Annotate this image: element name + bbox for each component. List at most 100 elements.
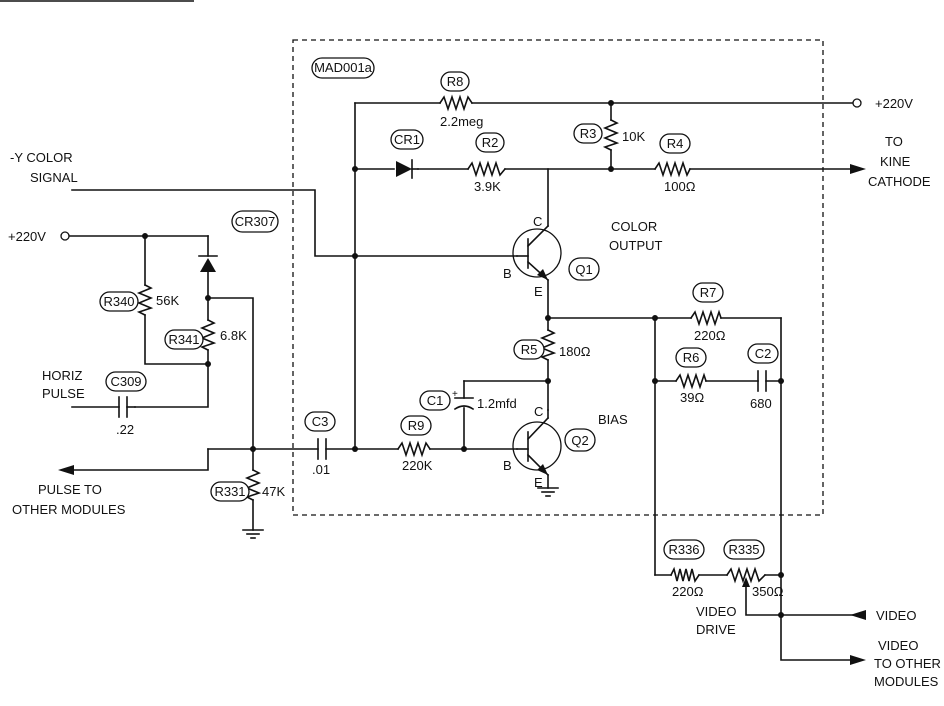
r2-value: 3.9K [474, 179, 501, 194]
to-kine-label-2: KINE [880, 154, 911, 169]
r336-value: 220Ω [672, 584, 704, 599]
video-drive-label-1: VIDEO [696, 604, 736, 619]
resistor-r336 [669, 566, 701, 583]
arrow-video-out [850, 655, 866, 665]
resistor-r2 [466, 160, 507, 178]
q1-b: B [503, 266, 512, 281]
to-kine-label-1: TO [885, 134, 903, 149]
module-boundary [292, 39, 824, 516]
svg-text:+: + [452, 389, 458, 400]
r7-value: 220Ω [694, 328, 726, 343]
r336-ref: R336 [668, 542, 699, 557]
r3-value: 10K [622, 129, 645, 144]
r331-ref: R331 [214, 484, 245, 499]
r7-ref: R7 [700, 285, 717, 300]
r341-value: 6.8K [220, 328, 247, 343]
q2-e: E [534, 475, 543, 490]
pulse-out-label-1: PULSE TO [38, 482, 102, 497]
r3-ref: R3 [580, 126, 597, 141]
c309-ref: C309 [110, 374, 141, 389]
c1-value: 1.2mfd [477, 396, 517, 411]
c3-ref: C3 [312, 414, 329, 429]
r6-value: 39Ω [680, 390, 704, 405]
terminal-plus220-left [60, 231, 70, 241]
resistor-r7 [689, 309, 723, 327]
cr307-ref: CR307 [235, 214, 275, 229]
r2-ref: R2 [482, 135, 499, 150]
arrow-video-in [850, 610, 866, 620]
plus220-left-label: +220V [8, 229, 46, 244]
r340-ref: R340 [103, 294, 134, 309]
r6-ref: R6 [683, 350, 700, 365]
video-other-label-2: TO OTHER [874, 656, 941, 671]
resistors [136, 94, 767, 584]
q1-e: E [534, 284, 543, 299]
capacitor-c309 [118, 396, 136, 418]
diode-cr307 [198, 255, 218, 272]
ground-q2 [537, 487, 559, 497]
video-in-label: VIDEO [876, 608, 916, 623]
neg-y-label-1: -Y COLOR [10, 150, 73, 165]
cr1-ref: CR1 [394, 132, 420, 147]
resistor-r335 [725, 566, 767, 584]
q1-c: C [533, 214, 542, 229]
q2-ref: Q2 [571, 433, 588, 448]
capacitor-c3 [317, 438, 327, 460]
c309-value: .22 [116, 422, 134, 437]
arrow-to-kine [850, 164, 866, 174]
r8-value: 2.2meg [440, 114, 483, 129]
c3-value: .01 [312, 462, 330, 477]
resistor-r8 [438, 94, 474, 112]
ground-r331 [242, 529, 264, 539]
video-other-label-3: MODULES [874, 674, 939, 689]
video-other-label-1: VIDEO [878, 638, 918, 653]
r5-value: 180Ω [559, 344, 591, 359]
r331-value: 47K [262, 484, 285, 499]
resistor-r3 [602, 118, 620, 152]
horiz-label-2: PULSE [42, 386, 85, 401]
c1-ref: C1 [427, 393, 444, 408]
r4-ref: R4 [667, 136, 684, 151]
wires [69, 102, 853, 661]
resistor-r341 [199, 318, 217, 352]
resistor-r340 [136, 283, 154, 317]
r9-ref: R9 [408, 418, 425, 433]
color-output-label-1: COLOR [611, 219, 657, 234]
bias-label: BIAS [598, 412, 628, 427]
q1-ref: Q1 [575, 262, 592, 277]
r5-ref: R5 [521, 342, 538, 357]
neg-y-label-2: SIGNAL [30, 170, 78, 185]
ref-ovals [99, 71, 779, 560]
horiz-label-1: HORIZ [42, 368, 83, 383]
r9-value: 220K [402, 458, 433, 473]
capacitors: + [118, 370, 767, 460]
arrow-pulse-out [58, 465, 74, 475]
c2-ref: C2 [755, 346, 772, 361]
transistor-q2 [512, 409, 562, 477]
pulse-out-label-2: OTHER MODULES [12, 502, 126, 517]
module-id-tag [311, 57, 375, 79]
color-output-label-2: OUTPUT [609, 238, 663, 253]
arrows [58, 164, 866, 665]
resistor-r331 [244, 468, 262, 502]
plus220-right-label: +220V [875, 96, 913, 111]
junctions [142, 100, 784, 618]
c2-value: 680 [750, 396, 772, 411]
signal-labels: -Y COLOR SIGNAL +220V +220V HORIZ PULSE … [8, 96, 941, 689]
resistor-r4 [653, 160, 692, 178]
terminal-plus220-right [852, 98, 862, 108]
video-drive-label-2: DRIVE [696, 622, 736, 637]
r8-ref: R8 [447, 74, 464, 89]
to-kine-label-3: CATHODE [868, 174, 931, 189]
ref-labels: R8 2.2meg CR1 R2 3.9K R3 10K R4 100Ω C B… [103, 74, 783, 599]
r4-value: 100Ω [664, 179, 696, 194]
q2-c: C [534, 404, 543, 419]
module-id-label: MAD001a [314, 60, 373, 75]
r340-value: 56K [156, 293, 179, 308]
resistor-r5 [539, 328, 557, 362]
q2-b: B [503, 458, 512, 473]
diode-cr1 [396, 159, 419, 179]
r335-ref: R335 [728, 542, 759, 557]
r341-ref: R341 [168, 332, 199, 347]
